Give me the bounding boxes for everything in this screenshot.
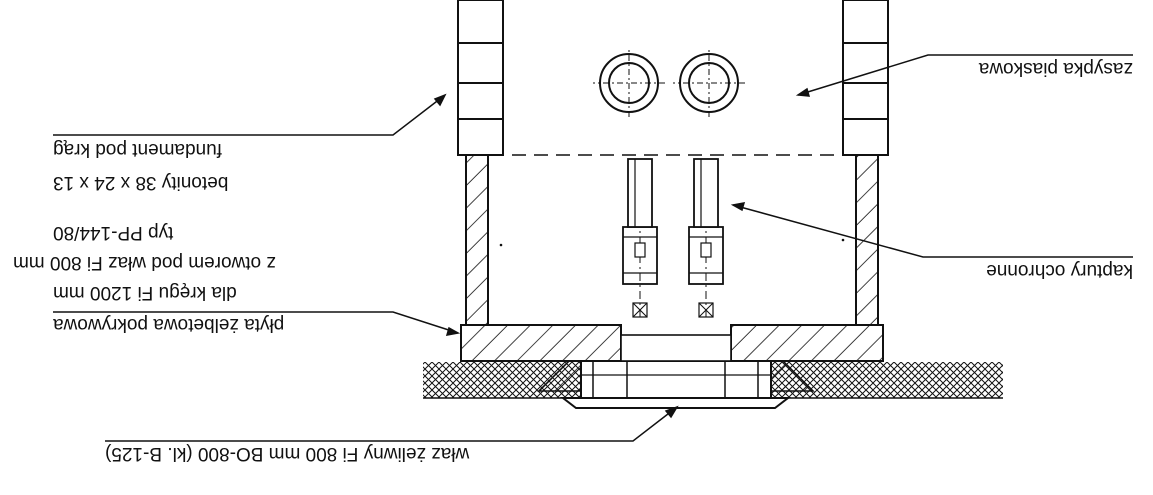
label-caps: kaptury ochronne	[986, 260, 1133, 281]
manhole-cover	[537, 360, 815, 409]
label-plate-type: typ PP-144/80	[53, 222, 173, 243]
cover-plate	[460, 324, 884, 362]
label-plate-name: płyta żelbetowa pokrywowa	[53, 314, 285, 335]
label-plate-opening: z otworem pod właz Fi 800 mm	[13, 252, 276, 273]
label-sand-fill: zasypka piaskowa	[978, 58, 1133, 79]
label-foundation: fundament pod krąg	[53, 139, 222, 160]
pipe-rings	[593, 49, 745, 117]
protective-caps	[622, 158, 724, 318]
label-manhole: właz żeliwny Fi 800 mm BO-800 (kl. B-125…	[105, 443, 470, 464]
leader-lines	[53, 54, 1133, 442]
label-concrete-blocks: betonity 38 x 24 x 13	[53, 172, 228, 193]
label-plate-ring: dla kręgu Fi 1200 mm	[53, 282, 237, 303]
foundation-blocks	[457, 0, 889, 156]
chamber-walls	[465, 154, 879, 326]
